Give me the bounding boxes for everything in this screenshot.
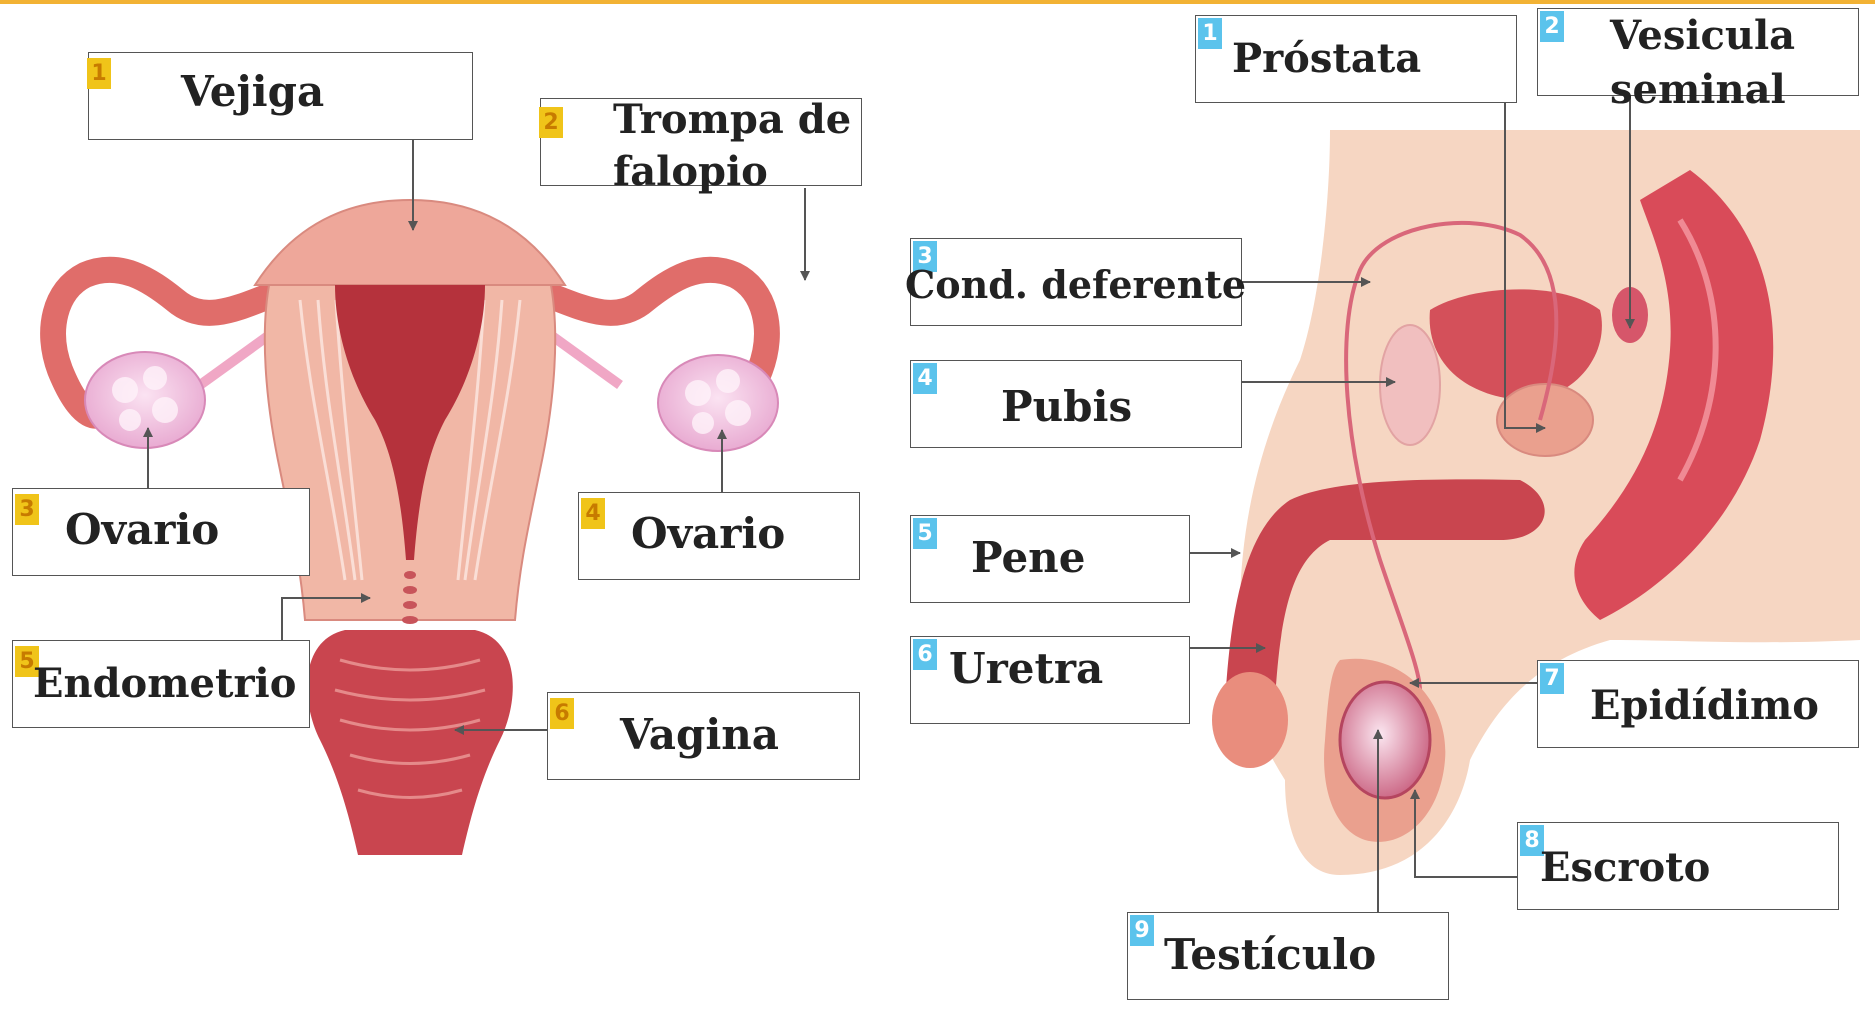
label-vagina: 6 Vagina <box>547 692 860 780</box>
label-testiculo: 9 Testículo <box>1127 912 1449 1000</box>
label-ovario-left: 3 Ovario <box>12 488 310 576</box>
pubic-bone <box>1380 325 1440 445</box>
label-endometrio: 5 Endometrio <box>12 640 310 728</box>
label-vejiga: 1 Vejiga <box>88 52 473 140</box>
label-number-badge: 1 <box>1198 18 1222 49</box>
label-epididimo: 7 Epidídimo <box>1537 660 1859 748</box>
bladder <box>255 200 565 285</box>
label-trompa-de-falopio: 2 Trompa de falopio <box>540 98 862 186</box>
male-reproductive-system <box>1212 130 1860 875</box>
label-number-badge: 2 <box>539 107 563 138</box>
label-text: Pubis <box>1001 385 1241 429</box>
label-text: Trompa de falopio <box>613 94 853 198</box>
label-text: Ovario <box>65 508 309 552</box>
label-prostata: 1 Próstata <box>1195 15 1517 103</box>
label-number-badge: 3 <box>15 494 39 525</box>
label-text: Endometrio <box>33 663 309 705</box>
label-number-badge: 6 <box>913 639 937 670</box>
label-text: Vejiga <box>181 70 472 114</box>
label-text: Pene <box>971 536 1189 580</box>
label-text: Vesicula seminal <box>1610 9 1854 117</box>
label-number-badge: 4 <box>913 363 937 394</box>
label-text: Testículo <box>1164 933 1448 977</box>
label-escroto: 8 Escroto <box>1517 822 1839 910</box>
label-number-badge: 9 <box>1130 915 1154 946</box>
label-conducto-deferente: 3 Cond. deferente <box>910 238 1242 326</box>
label-number-badge: 5 <box>913 518 937 549</box>
label-number-badge: 2 <box>1540 11 1564 42</box>
label-number-badge: 7 <box>1540 663 1564 694</box>
glans <box>1212 672 1288 768</box>
label-text: Cond. deferente <box>905 265 1241 305</box>
label-number-badge: 1 <box>87 58 111 89</box>
label-text: Epidídimo <box>1590 685 1858 727</box>
left-ovary <box>85 352 205 448</box>
testicle <box>1340 682 1430 798</box>
label-number-badge: 6 <box>550 698 574 729</box>
label-pene: 5 Pene <box>910 515 1190 603</box>
label-text: Ovario <box>631 512 859 556</box>
vagina <box>307 630 513 855</box>
label-text: Próstata <box>1232 38 1516 80</box>
label-ovario-right: 4 Ovario <box>578 492 860 580</box>
label-uretra: 6 Uretra <box>910 636 1190 724</box>
label-text: Escroto <box>1540 847 1838 889</box>
label-text: Vagina <box>620 713 859 757</box>
label-number-badge: 4 <box>581 498 605 529</box>
label-vesicula-seminal: 2 Vesicula seminal <box>1537 8 1859 96</box>
label-pubis: 4 Pubis <box>910 360 1242 448</box>
label-text: Uretra <box>949 647 1189 691</box>
right-ovary <box>658 355 778 451</box>
